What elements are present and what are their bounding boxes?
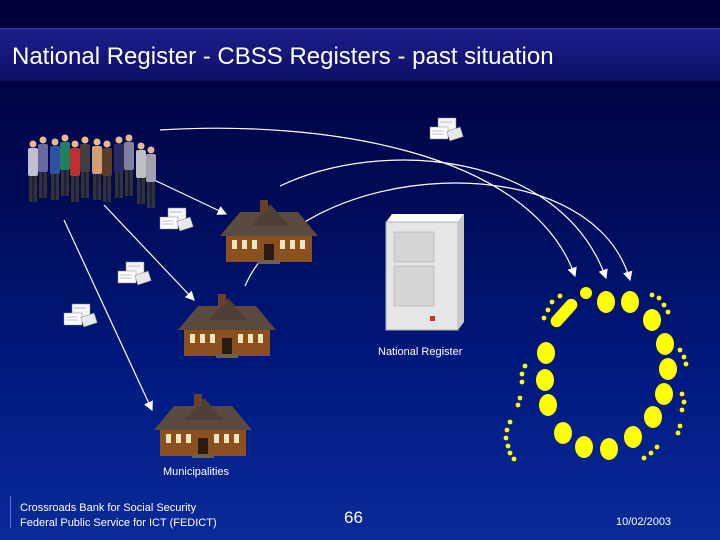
house-icon: [154, 394, 252, 458]
footer-date: 10/02/2003: [616, 516, 672, 528]
house-icon: [220, 200, 318, 264]
municipalities-label: Municipalities: [163, 466, 230, 478]
arrow-house1-to-registers: [279, 159, 608, 280]
arrow-people-to-house2: [103, 204, 195, 301]
title-bar: National Register - CBSS Registers - pas…: [0, 28, 720, 82]
arrow-people-to-house1: [149, 177, 228, 215]
national-register-label: National Register: [378, 346, 463, 358]
house-icon: [178, 294, 276, 358]
slide-title: National Register - CBSS Registers - pas…: [12, 43, 554, 70]
arrow-people-to-house3: [63, 219, 153, 412]
register-nodes: [503, 287, 689, 462]
people-group-icon: [28, 134, 156, 208]
footer-org-line2: Federal Public Service for ICT (FEDICT): [20, 517, 217, 529]
footer-divider: [10, 496, 11, 528]
server-cabinet-icon: [385, 214, 464, 331]
page-number: 66: [344, 508, 363, 527]
footer-org-line1: Crossroads Bank for Social Security: [20, 502, 197, 514]
arrow-people-to-registers: [159, 127, 577, 278]
